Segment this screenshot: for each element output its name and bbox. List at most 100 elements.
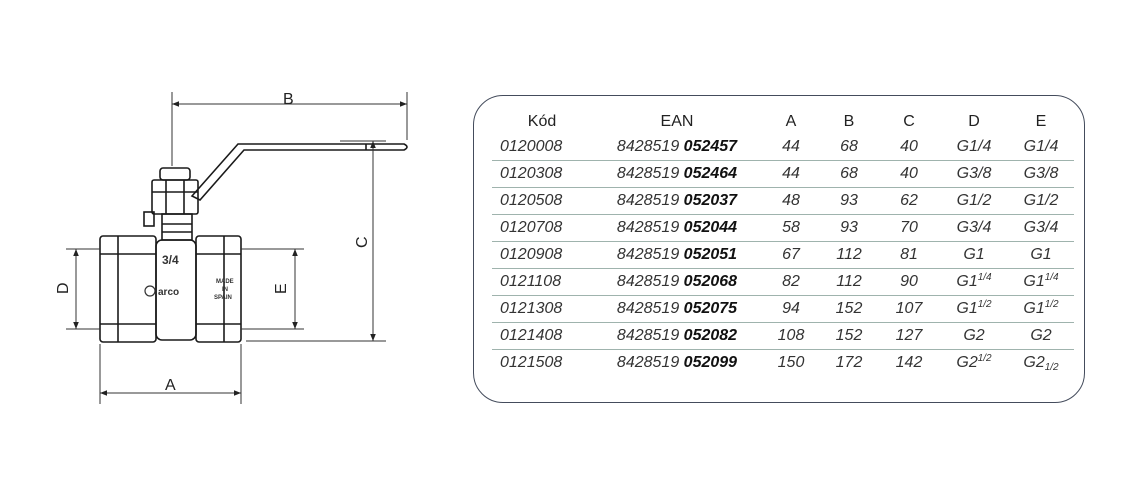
origin-mark-2: IN xyxy=(222,287,228,293)
cell-ean: 8428519 052099 xyxy=(592,350,762,377)
cell-ean: 8428519 052075 xyxy=(592,295,762,323)
ean-suffix: 052051 xyxy=(683,246,738,263)
cell-a: 94 xyxy=(762,295,820,323)
cell-e: G11/4 xyxy=(1008,268,1074,296)
cell-d: G3/8 xyxy=(940,160,1008,188)
ean-prefix: 8428519 xyxy=(616,165,680,182)
cell-code: 0121408 xyxy=(492,322,592,350)
cell-code: 0120508 xyxy=(492,187,592,215)
cell-c: 40 xyxy=(878,160,940,188)
dimension-c-label: C xyxy=(354,236,371,248)
ean-prefix: 8428519 xyxy=(616,192,680,209)
cell-b: 152 xyxy=(820,322,878,350)
cell-c: 142 xyxy=(895,354,923,371)
cell-e: G21/2 xyxy=(1008,350,1074,377)
header-b: B xyxy=(843,113,855,130)
brand-mark: arco xyxy=(158,287,179,298)
thread-base: G1 xyxy=(956,300,978,317)
cell-e: G3/8 xyxy=(1008,160,1074,188)
cell-b: 112 xyxy=(820,268,878,296)
ean-suffix: 052464 xyxy=(683,165,738,182)
thread-fraction: 1/2 xyxy=(977,299,992,310)
left-port xyxy=(99,235,157,343)
cell-a: 44 xyxy=(762,160,820,188)
cell-a: 44 xyxy=(762,134,820,161)
cell-ean: 8428519 052044 xyxy=(592,214,762,242)
right-port xyxy=(195,235,242,343)
cell-code: 0120708 xyxy=(492,214,592,242)
ean-prefix: 8428519 xyxy=(616,300,680,317)
thread-base: G2 xyxy=(1023,354,1045,371)
thread-fraction: 1/2 xyxy=(977,353,992,364)
cell-b: 68 xyxy=(820,134,878,161)
thread-fraction: 1/4 xyxy=(1044,272,1059,283)
cell-a: 58 xyxy=(762,214,820,242)
cell-b: 93 xyxy=(820,187,878,215)
cell-c: 107 xyxy=(878,295,940,323)
cell-a: 67 xyxy=(762,241,820,269)
header-ean: EAN xyxy=(660,113,694,130)
ean-prefix: 8428519 xyxy=(616,273,680,290)
cell-e: G1/4 xyxy=(1008,134,1074,161)
cell-code: 0120908 xyxy=(492,241,592,269)
handle-nut xyxy=(151,179,199,215)
cell-c: 127 xyxy=(878,322,940,350)
valve-outline xyxy=(99,143,408,343)
cell-e: G2 xyxy=(1008,322,1074,350)
valve-drawing: 3/4 arco MADE IN SPAIN B C A D E xyxy=(55,91,408,404)
cell-a: 48 xyxy=(762,187,820,215)
thread-base: G1 xyxy=(1023,273,1045,290)
cell-ean: 8428519 052037 xyxy=(592,187,762,215)
cell-e: G1/2 xyxy=(1008,187,1074,215)
header-code: Kód xyxy=(527,113,557,130)
dimension-a-label: A xyxy=(165,377,176,394)
cell-code: 0121308 xyxy=(492,295,592,323)
ean-prefix: 8428519 xyxy=(616,327,680,344)
valve-stem xyxy=(161,213,193,241)
cell-a: 150 xyxy=(777,354,805,371)
cell-ean: 8428519 052082 xyxy=(592,322,762,350)
ean-suffix: 052082 xyxy=(683,327,738,344)
header-d: D xyxy=(968,113,980,130)
origin-mark-3: SPAIN xyxy=(214,295,232,301)
cell-code: 0120308 xyxy=(492,160,592,188)
thread-base: G1 xyxy=(1023,300,1045,317)
cell-e: G1 xyxy=(1008,241,1074,269)
header-a: A xyxy=(785,113,797,130)
cell-d: G11/4 xyxy=(940,268,1008,296)
ean-suffix: 052075 xyxy=(683,300,738,317)
cell-b: 68 xyxy=(820,160,878,188)
cell-d: G11/2 xyxy=(940,295,1008,323)
origin-mark-1: MADE xyxy=(216,279,234,285)
ean-suffix: 052099 xyxy=(683,354,738,371)
cell-d: G1/2 xyxy=(940,187,1008,215)
cell-e: G3/4 xyxy=(1008,214,1074,242)
thread-fraction: 1/2 xyxy=(1044,362,1059,373)
cell-a: 82 xyxy=(762,268,820,296)
ean-prefix: 8428519 xyxy=(616,138,680,155)
dimension-d-label: D xyxy=(55,282,72,294)
cell-d: G1 xyxy=(940,241,1008,269)
stem-stop xyxy=(143,211,155,227)
cell-d: G2 xyxy=(940,322,1008,350)
thread-fraction: 1/2 xyxy=(1044,299,1059,310)
ean-suffix: 052037 xyxy=(683,192,738,209)
cell-ean: 8428519 052068 xyxy=(592,268,762,296)
ean-suffix: 052068 xyxy=(683,273,738,290)
cell-ean: 8428519 052457 xyxy=(592,134,762,161)
brand-logo-icon xyxy=(144,285,156,297)
lever-handle xyxy=(190,143,408,201)
cell-c: 90 xyxy=(878,268,940,296)
cell-d: G1/4 xyxy=(940,134,1008,161)
thread-base: G2 xyxy=(956,354,978,371)
